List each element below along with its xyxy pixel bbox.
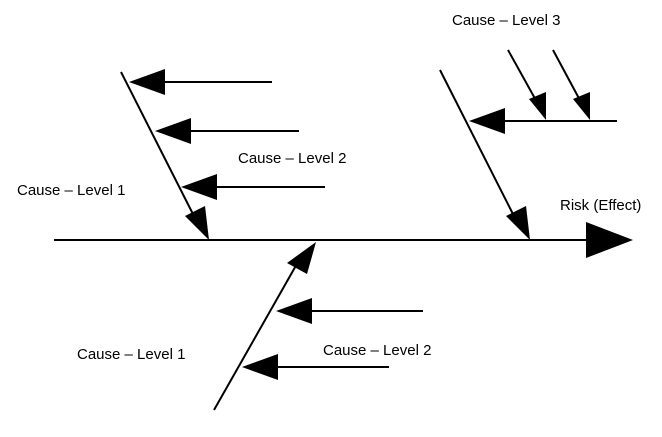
lower-cause-level1-label: Cause – Level 1 (77, 346, 186, 363)
upper-left-cause-bone (120, 71, 198, 223)
upper-left-sub-arrowhead-1 (129, 69, 165, 95)
upper-right-bone-arrowhead (506, 206, 530, 240)
level3-arrow-2-line (552, 49, 583, 105)
upper-left-sub-arrowhead-2 (155, 118, 191, 144)
upper-right-cause-bone (439, 69, 518, 223)
upper-left-sub-arrowhead-3 (181, 174, 217, 200)
lower-cause-bone (213, 261, 299, 411)
upper-cause-level3-label: Cause – Level 3 (452, 12, 561, 29)
level3-arrow-1-line (507, 49, 539, 105)
level3-arrowhead-1 (529, 92, 546, 120)
level3-arrowhead-2 (573, 92, 590, 120)
effect-label: Risk (Effect) (560, 197, 642, 214)
upper-left-bone-arrowhead (185, 206, 209, 240)
lower-bone-arrowhead (287, 242, 316, 274)
lower-cause-level2-label: Cause – Level 2 (323, 342, 432, 359)
lower-sub-arrowhead-1 (276, 298, 312, 324)
upper-right-sub-arrowhead (469, 108, 505, 134)
lower-sub-arrowhead-2 (242, 354, 278, 380)
upper-cause-level1-label: Cause – Level 1 (17, 182, 126, 199)
effect-arrowhead (586, 222, 633, 258)
upper-cause-level2-label: Cause – Level 2 (238, 150, 347, 167)
